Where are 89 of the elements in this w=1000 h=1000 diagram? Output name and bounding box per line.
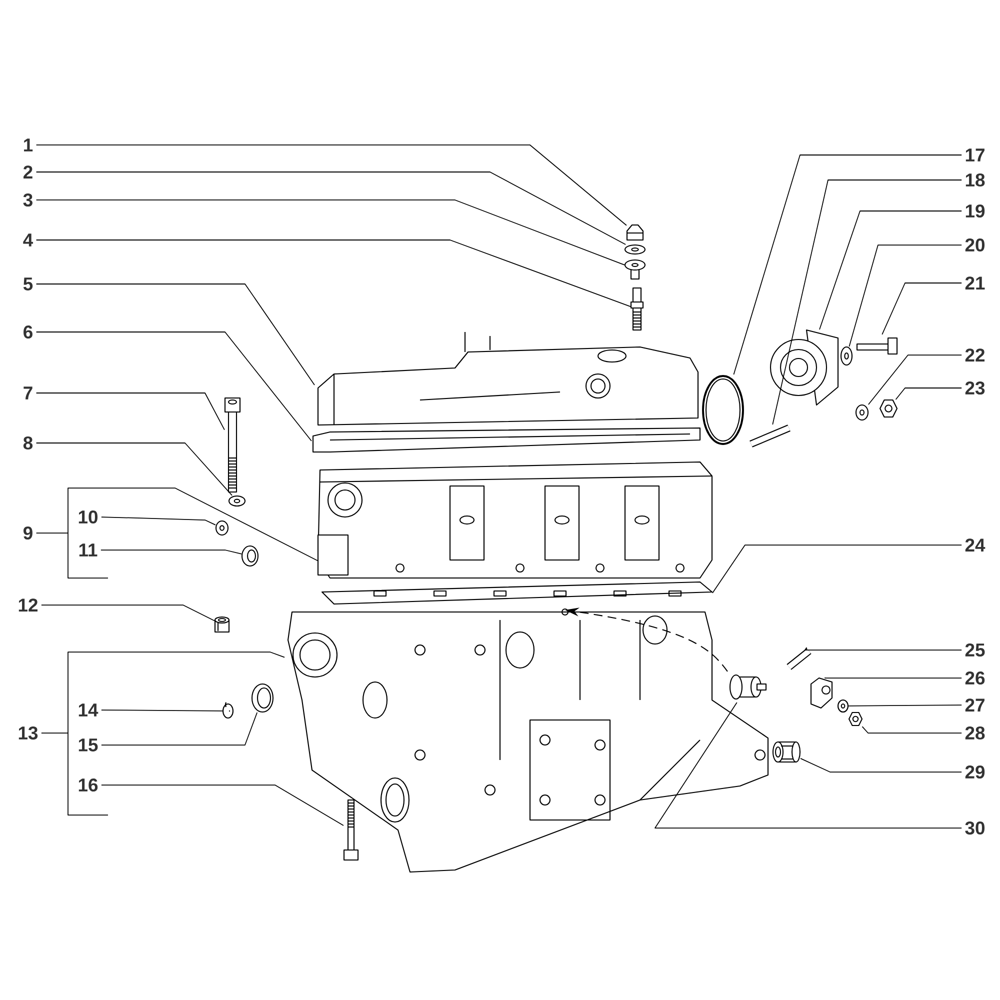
leader-line xyxy=(862,726,962,734)
callout-number: 10 xyxy=(78,510,98,524)
callout-number: 9 xyxy=(24,526,32,540)
plug-drawing xyxy=(222,702,234,719)
leader-line xyxy=(100,516,216,526)
washer-drawing xyxy=(855,404,869,421)
callout-number: 15 xyxy=(78,738,98,752)
stud-drawing xyxy=(786,648,812,670)
callout-number: 14 xyxy=(78,704,98,716)
callout-number: 26 xyxy=(965,672,985,685)
leader-line xyxy=(36,144,627,226)
callout-number: 24 xyxy=(965,538,986,552)
leader-line xyxy=(36,332,312,442)
callout-number: 17 xyxy=(966,148,984,162)
callout-number: 25 xyxy=(965,644,985,657)
seal-ring-drawing xyxy=(241,545,259,567)
washer-drawing xyxy=(624,244,646,255)
gasket-drawing xyxy=(312,427,701,453)
callout-number: 22 xyxy=(965,348,985,362)
leader-line xyxy=(40,652,285,816)
callout-number: 5 xyxy=(23,278,33,290)
leader-line xyxy=(36,442,232,496)
leader-line xyxy=(36,172,626,245)
leader-line xyxy=(824,677,962,678)
leader-line xyxy=(36,284,315,386)
leader-line xyxy=(100,550,242,554)
callout-number: 19 xyxy=(966,204,985,218)
callout-number: 1 xyxy=(24,138,33,152)
callout-number: 28 xyxy=(965,726,985,740)
callout-number: 3 xyxy=(23,193,32,207)
leader-line xyxy=(36,488,318,578)
leader-line xyxy=(100,710,223,712)
leader-line xyxy=(895,388,962,400)
leader-line xyxy=(712,544,962,594)
leader-line xyxy=(733,154,962,375)
washer-drawing xyxy=(840,346,853,366)
leader-line xyxy=(848,704,962,706)
cap-nut-drawing xyxy=(626,224,644,241)
leader-line xyxy=(819,210,962,330)
leader-line xyxy=(40,604,215,622)
callout-number: 8 xyxy=(23,436,33,450)
leader-line xyxy=(882,282,962,335)
leader-line xyxy=(804,647,962,650)
callout-number: 6 xyxy=(24,325,32,339)
bolt-drawing xyxy=(343,799,359,861)
stud-drawing xyxy=(750,424,790,448)
callout-number: 13 xyxy=(18,726,38,740)
callout-number: 7 xyxy=(24,386,32,400)
callout-number: 30 xyxy=(965,821,985,835)
cylinder-block-drawing xyxy=(287,608,769,873)
washer-drawing xyxy=(837,699,849,713)
seal-ring-drawing xyxy=(251,683,274,713)
nut-drawing xyxy=(879,399,898,418)
washer-drawing xyxy=(228,495,246,507)
callout-number: 21 xyxy=(965,276,985,290)
callout-number: 16 xyxy=(78,778,98,792)
callout-number: 2 xyxy=(24,166,32,178)
callout-number: 20 xyxy=(965,238,985,252)
bracket-drawing xyxy=(810,677,833,709)
leader-line xyxy=(800,758,962,772)
dowel-drawing xyxy=(214,616,230,633)
leader-line xyxy=(654,702,962,828)
valve-cover-drawing xyxy=(317,332,699,426)
leader-line xyxy=(100,784,344,826)
callout-number: 12 xyxy=(18,598,38,612)
leader-line xyxy=(36,240,631,308)
nut-drawing xyxy=(848,712,863,726)
housing-drawing xyxy=(770,329,839,406)
callout-number: 29 xyxy=(965,766,985,779)
head-gasket-drawing xyxy=(321,581,713,605)
leader-line xyxy=(100,712,258,746)
leader-line xyxy=(36,200,625,266)
o-ring-drawing xyxy=(702,375,744,445)
callout-number: 11 xyxy=(79,544,98,556)
grommet-drawing xyxy=(624,259,646,280)
callout-number: 23 xyxy=(965,381,985,395)
callout-number: 18 xyxy=(966,173,985,187)
callout-number: 27 xyxy=(965,698,984,712)
bushing-drawing xyxy=(772,741,801,763)
bolt-drawing xyxy=(856,337,898,355)
leader-line xyxy=(772,180,962,425)
washer-drawing xyxy=(215,520,229,536)
leader-line xyxy=(36,392,225,430)
bolt-drawing xyxy=(224,397,241,493)
sensor-drawing xyxy=(729,674,767,700)
cylinder-head-drawing xyxy=(317,461,713,579)
leader-line xyxy=(868,354,962,405)
stud-drawing xyxy=(630,287,644,331)
callout-number: 4 xyxy=(23,234,33,246)
